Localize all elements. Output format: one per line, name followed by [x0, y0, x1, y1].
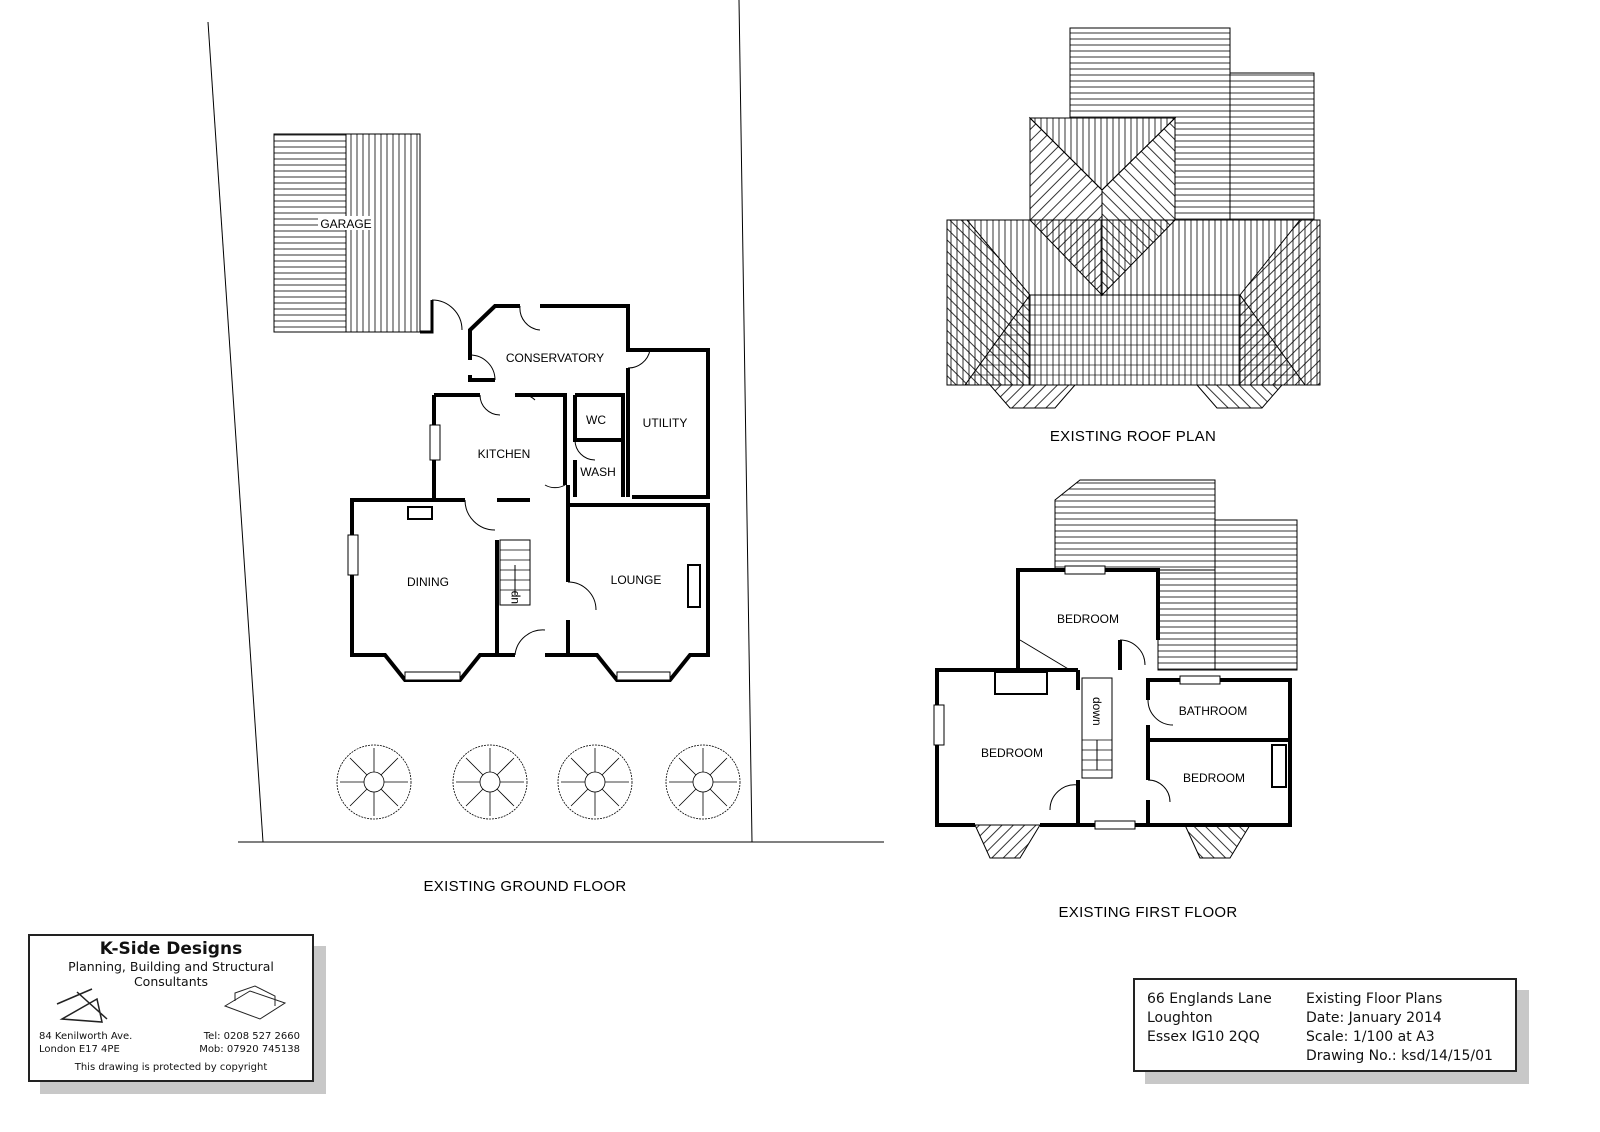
house-walls: up [347, 304, 710, 682]
tree-icon [336, 744, 412, 820]
company-contacts: Tel: 0208 527 2660 Mob: 07920 745138 [199, 1030, 300, 1056]
tree-icon [452, 744, 528, 820]
roof-plan: EXISTING ROOF PLAN [946, 27, 1321, 445]
room-label-kitchen: KITCHEN [478, 447, 531, 461]
first-floor-plan: down BEDROOM BEDROOM BATHROOM BEDROOM EX… [933, 479, 1298, 921]
stair-label-down: down [1090, 697, 1104, 726]
ground-floor-plan: GARAGE up CONSERVAT [207, 0, 884, 895]
roof-plan-title: EXISTING ROOF PLAN [1050, 428, 1216, 445]
copyright-notice: This drawing is protected by copyright [74, 1062, 268, 1073]
tree-icon [665, 744, 741, 820]
first-floor-title: EXISTING FIRST FLOOR [1058, 904, 1237, 921]
address-line: Loughton [1147, 1010, 1213, 1026]
company-name: K-Side Designs [99, 939, 243, 959]
drawing-scale: Scale: 1/100 at A3 [1306, 1029, 1435, 1045]
tree-icon [557, 744, 633, 820]
drawing-number: Drawing No.: ksd/14/15/01 [1306, 1048, 1493, 1064]
site-boundary-left [207, 21, 264, 843]
address-line: London E17 4PE [39, 1044, 120, 1055]
title-block: 66 Englands Lane Loughton Essex IG10 2QQ… [1133, 978, 1517, 1072]
address-line: 84 Kenilworth Ave. [39, 1031, 133, 1042]
room-label-utility: UTILITY [643, 416, 688, 430]
company-address: 84 Kenilworth Ave. London E17 4PE [39, 1030, 132, 1056]
drawing-date: Date: January 2014 [1306, 1010, 1442, 1026]
drawing-title: Existing Floor Plans [1306, 991, 1443, 1007]
room-label-wc: WC [586, 413, 606, 427]
site-boundary-right [738, 0, 753, 843]
room-label-garage: GARAGE [320, 217, 371, 231]
project-address: 66 Englands Lane Loughton Essex IG10 2QQ [1147, 990, 1272, 1047]
room-label-bathroom: BATHROOM [1179, 704, 1247, 718]
mobile: Mob: 07920 745138 [199, 1044, 300, 1055]
room-label-bedroom-right: BEDROOM [1183, 771, 1245, 785]
garage: GARAGE [273, 133, 463, 334]
drafting-tools-logo-icon [56, 988, 108, 1023]
drawing-details: Existing Floor Plans Date: January 2014 … [1306, 990, 1493, 1066]
building-sketch-logo-icon [223, 985, 287, 1020]
room-label-bedroom-top: BEDROOM [1057, 612, 1119, 626]
room-label-dining: DINING [407, 575, 449, 589]
company-info-box: K-Side Designs Planning, Building and St… [28, 934, 314, 1082]
telephone: Tel: 0208 527 2660 [203, 1031, 300, 1042]
address-line: Essex IG10 2QQ [1147, 1029, 1260, 1045]
ground-floor-title: EXISTING GROUND FLOOR [424, 878, 627, 895]
stair-label-up: up [507, 590, 521, 604]
room-label-wash: WASH [580, 465, 616, 479]
room-label-conservatory: CONSERVATORY [506, 351, 604, 365]
company-tagline: Planning, Building and Structural [68, 959, 274, 974]
tree-symbols [336, 744, 741, 820]
address-line: 66 Englands Lane [1147, 991, 1272, 1007]
room-label-lounge: LOUNGE [611, 573, 662, 587]
company-tagline-2: Consultants [133, 974, 209, 989]
room-label-bedroom-left: BEDROOM [981, 746, 1043, 760]
